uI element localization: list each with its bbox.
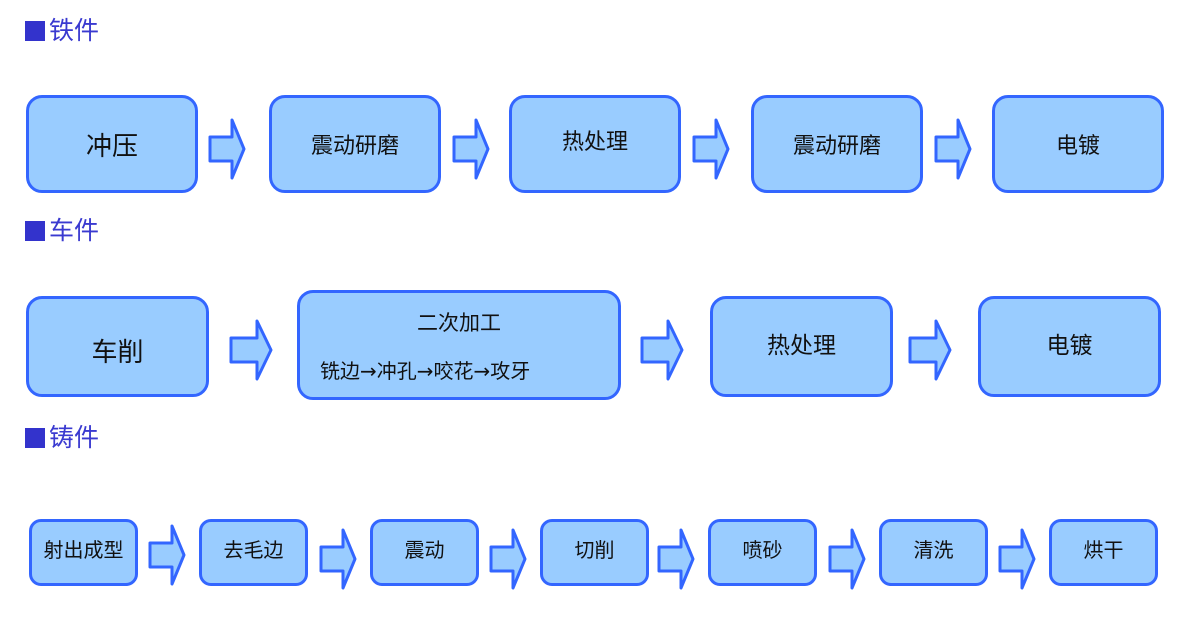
step-turned-1-label: 车削 bbox=[91, 338, 144, 368]
step-casting-2: 去毛边 bbox=[199, 519, 308, 586]
flow-arrow-icon bbox=[489, 528, 527, 590]
square-bullet-icon bbox=[25, 20, 45, 41]
secondary-process-detail: 铣边→冲孔→咬花→攻牙 bbox=[320, 359, 531, 383]
step-turned-3: 热处理 bbox=[710, 296, 893, 397]
flow-arrow-icon bbox=[640, 319, 684, 381]
section-title-casting: 铸件 bbox=[25, 425, 99, 450]
step-iron-1: 冲压 bbox=[26, 95, 198, 193]
square-bullet-icon bbox=[25, 427, 45, 448]
step-iron-4: 震动研磨 bbox=[751, 95, 923, 193]
step-turned-2: 二次加工 铣边→冲孔→咬花→攻牙 bbox=[297, 290, 621, 400]
step-casting-6: 清洗 bbox=[879, 519, 988, 586]
flow-arrow-icon bbox=[908, 319, 952, 381]
section-title-iron: 铁件 bbox=[25, 18, 99, 43]
section-title-casting-label: 铸件 bbox=[49, 423, 100, 452]
section-title-turned-label: 车件 bbox=[49, 216, 100, 245]
step-casting-7: 烘干 bbox=[1049, 519, 1158, 586]
flow-arrow-icon bbox=[998, 528, 1036, 590]
flow-arrow-icon bbox=[319, 528, 357, 590]
step-casting-6-label: 清洗 bbox=[913, 538, 954, 562]
flow-arrow-icon bbox=[229, 319, 273, 381]
step-iron-4-label: 震动研磨 bbox=[792, 134, 881, 159]
step-turned-3-label: 热处理 bbox=[767, 332, 836, 359]
flow-arrow-icon bbox=[657, 528, 695, 590]
step-iron-2-label: 震动研磨 bbox=[310, 134, 399, 159]
step-turned-4-label: 电镀 bbox=[1046, 332, 1093, 359]
flow-arrow-icon bbox=[148, 524, 186, 586]
flow-arrow-icon bbox=[208, 118, 246, 180]
step-iron-3: 热处理 bbox=[509, 95, 681, 193]
step-iron-5-label: 电镀 bbox=[1055, 134, 1100, 159]
step-casting-3: 震动 bbox=[370, 519, 479, 586]
square-bullet-icon bbox=[25, 220, 45, 241]
section-title-iron-label: 铁件 bbox=[49, 16, 100, 45]
step-casting-7-label: 烘干 bbox=[1083, 538, 1124, 562]
step-casting-4: 切削 bbox=[540, 519, 649, 586]
step-iron-5: 电镀 bbox=[992, 95, 1164, 193]
step-turned-4: 电镀 bbox=[978, 296, 1161, 397]
step-iron-2: 震动研磨 bbox=[269, 95, 441, 193]
step-casting-3-label: 震动 bbox=[404, 538, 445, 562]
step-turned-2-label: 二次加工 bbox=[417, 311, 501, 335]
flow-arrow-icon bbox=[452, 118, 490, 180]
step-casting-5-label: 喷砂 bbox=[742, 538, 783, 562]
step-casting-1: 射出成型 bbox=[29, 519, 138, 586]
step-casting-2-label: 去毛边 bbox=[223, 538, 284, 562]
step-iron-3-label: 热处理 bbox=[561, 130, 628, 155]
flow-arrow-icon bbox=[934, 118, 972, 180]
flow-arrow-icon bbox=[828, 528, 866, 590]
flow-arrow-icon bbox=[692, 118, 730, 180]
step-casting-5: 喷砂 bbox=[708, 519, 817, 586]
step-turned-1: 车削 bbox=[26, 296, 209, 397]
step-casting-1-label: 射出成型 bbox=[43, 538, 124, 562]
section-title-turned: 车件 bbox=[25, 218, 99, 243]
step-casting-4-label: 切削 bbox=[574, 538, 615, 562]
step-iron-1-label: 冲压 bbox=[85, 131, 138, 162]
